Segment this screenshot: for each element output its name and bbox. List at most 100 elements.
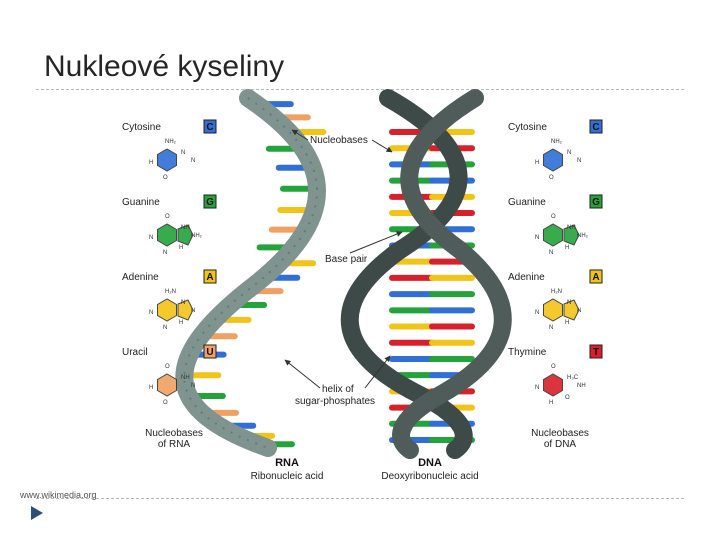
atom-label: O	[549, 175, 554, 181]
nucleobase-name: Cytosine	[122, 122, 161, 133]
nucleobase-letter: C	[206, 122, 213, 133]
atom-label: NH	[567, 225, 576, 231]
nucleobase-letter-box	[589, 269, 603, 284]
rna-full-name: Ribonucleic acid	[251, 471, 324, 482]
molecule-ring-5	[177, 299, 194, 321]
molecule-ring-5	[563, 299, 580, 321]
nucleobase-letter: T	[593, 347, 599, 358]
atom-label: N	[181, 300, 185, 306]
atom-label: H	[179, 245, 183, 251]
rna-caption-2: of RNA	[158, 439, 191, 450]
molecule-ring-5	[177, 224, 194, 246]
nucleobase-letter-box	[203, 269, 217, 284]
atom-label: N	[535, 235, 539, 241]
atom-label: H	[549, 400, 553, 406]
atom-label: N	[149, 310, 153, 316]
atom-label: N	[191, 308, 195, 314]
molecule-ring-5	[563, 224, 580, 246]
callout-helix-1: helix of	[322, 384, 354, 395]
atom-label: H	[149, 385, 153, 391]
nucleobase-name: Guanine	[508, 197, 546, 208]
atom-label: N	[191, 158, 195, 164]
nucleobase-name: Adenine	[508, 272, 545, 283]
nucleobase-letter: U	[206, 347, 213, 358]
atom-label: H	[179, 320, 183, 326]
molecule-ring	[543, 148, 563, 172]
rna-caption-1: Nucleobases	[145, 428, 203, 439]
molecule-ring	[157, 298, 177, 322]
atom-label: H₃C	[567, 375, 579, 381]
atom-label: H	[565, 245, 569, 251]
nucleobase-name: Adenine	[122, 272, 159, 283]
nucleobase-letter-box	[589, 119, 603, 134]
nucleobase-letter-box	[589, 344, 603, 359]
nucleobase-letter: C	[592, 122, 599, 133]
nucleobase-name: Thymine	[508, 347, 547, 358]
nucleobase-letter-box	[589, 194, 603, 209]
atom-label: O	[565, 395, 570, 401]
atom-label: O	[551, 364, 556, 370]
rna-backbone	[175, 89, 326, 457]
atom-label: N	[577, 158, 581, 164]
molecule-ring	[157, 148, 177, 172]
atom-label: N	[191, 383, 195, 389]
arrow-nucleobases-left	[291, 129, 309, 141]
callout-nucleobases: Nucleobases	[310, 135, 368, 146]
atom-label: N	[535, 310, 539, 316]
atom-label: NH₂	[165, 139, 177, 145]
callout-base-pair: Base pair	[325, 254, 368, 265]
dna-backbone-b	[392, 89, 512, 459]
atom-label: H₂N	[551, 289, 562, 295]
slide-title: Nukleové kyseliny	[44, 50, 285, 83]
nucleobase-letter: A	[592, 272, 599, 283]
atom-label: NH	[181, 375, 190, 381]
arrow-nucleobases-right	[371, 139, 393, 153]
atom-label: N	[535, 385, 539, 391]
molecule-ring	[157, 373, 177, 397]
atom-label: O	[163, 400, 168, 406]
dna-label: DNA	[418, 457, 442, 469]
atom-label: N	[181, 150, 185, 156]
atom-label: NH	[577, 383, 586, 389]
play-arrow-icon	[31, 506, 43, 520]
molecule-ring	[543, 298, 563, 322]
atom-label: H₂N	[165, 289, 176, 295]
image-credit: www.wikimedia.org	[20, 490, 97, 500]
nucleobase-letter-box	[203, 194, 217, 209]
atom-label: NH₂	[191, 233, 203, 239]
title-divider	[36, 89, 684, 90]
atom-label: N	[567, 150, 571, 156]
dna-full-name: Deoxyribonucleic acid	[381, 471, 478, 482]
arrow-helix-right	[364, 355, 391, 389]
atom-label: N	[577, 308, 581, 314]
arrow-base-pair	[349, 231, 403, 254]
arrow-helix-left	[284, 359, 321, 389]
atom-label: O	[551, 214, 556, 220]
atom-label: O	[165, 364, 170, 370]
atom-label: N	[567, 300, 571, 306]
nucleobase-name: Guanine	[122, 197, 160, 208]
atom-label: H	[149, 160, 153, 166]
molecule-ring	[543, 373, 563, 397]
footer-divider	[36, 498, 684, 499]
atom-label: H	[535, 160, 539, 166]
rna-label: RNA	[275, 457, 299, 469]
dna-backbone-a	[340, 89, 473, 459]
atom-label: N	[163, 250, 167, 256]
nucleobase-name: Cytosine	[508, 122, 547, 133]
atom-label: N	[549, 325, 553, 331]
dna-caption-1: Nucleobases	[531, 428, 589, 439]
atom-label: NH₂	[577, 233, 589, 239]
callout-helix-2: sugar-phosphates	[295, 396, 375, 407]
atom-label: NH	[181, 225, 190, 231]
nucleobase-letter: G	[206, 197, 214, 208]
atom-label: H	[565, 320, 569, 326]
atom-label: O	[163, 175, 168, 181]
nucleobase-letter: G	[592, 197, 600, 208]
nucleobase-name: Uracil	[122, 347, 148, 358]
atom-label: N	[163, 325, 167, 331]
atom-label: N	[549, 250, 553, 256]
molecule-ring	[157, 223, 177, 247]
